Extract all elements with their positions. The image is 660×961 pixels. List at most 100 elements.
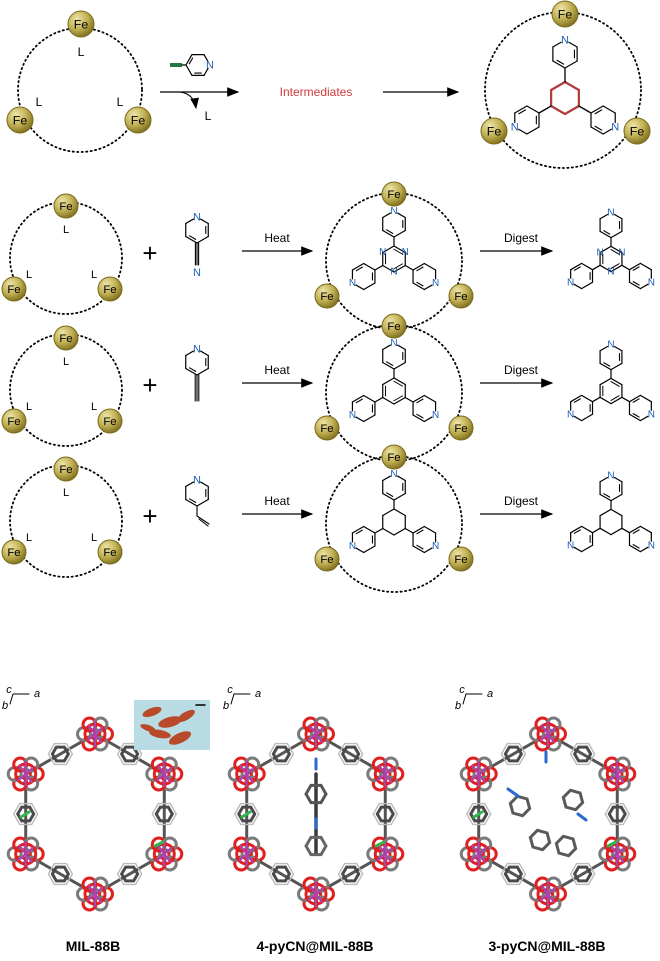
nitrogen-atom: N bbox=[561, 34, 569, 46]
nitrogen-atom: N bbox=[511, 121, 519, 133]
fe-sphere bbox=[381, 181, 407, 207]
ring-bond bbox=[196, 498, 209, 507]
axis-b-line bbox=[230, 693, 235, 705]
ring-double-bond bbox=[556, 59, 565, 65]
ring-bond bbox=[570, 525, 583, 534]
fe-node: Fe bbox=[1, 539, 27, 565]
ring-bond bbox=[412, 545, 425, 554]
ring-bond bbox=[423, 284, 433, 291]
triazine-nitrogen: N bbox=[596, 247, 603, 258]
ring-bond bbox=[580, 525, 594, 534]
vinyl-bond bbox=[196, 515, 210, 525]
triazine-nitrogen: N bbox=[390, 267, 397, 278]
linker-ring bbox=[607, 805, 628, 823]
core-ring-bond bbox=[599, 377, 612, 386]
pyridine-ring: N bbox=[590, 105, 619, 135]
aryl-bond bbox=[621, 396, 631, 403]
nitrogen-atom: N bbox=[607, 208, 614, 219]
nitrogen-atom: N bbox=[432, 278, 439, 289]
core-ring-bond bbox=[382, 377, 395, 386]
triazine-nitrogen: N bbox=[379, 247, 386, 258]
ring-bond bbox=[185, 367, 198, 376]
core-double-bond bbox=[393, 263, 403, 270]
aryl-bond bbox=[621, 527, 631, 534]
ring-bond bbox=[518, 128, 528, 135]
nitrogen-atom: N bbox=[611, 121, 619, 133]
linker-h bbox=[569, 862, 596, 886]
fe-node: Fe bbox=[551, 0, 579, 28]
fe-sphere bbox=[551, 0, 579, 28]
pyridine-ring: N bbox=[567, 394, 594, 422]
fe-sphere bbox=[53, 193, 79, 219]
fe3o-cluster bbox=[529, 716, 567, 752]
ring-double-bond bbox=[416, 281, 424, 287]
fe-label: Fe bbox=[454, 291, 467, 303]
cyclohexane-core-bond bbox=[550, 104, 567, 116]
ring-bond bbox=[599, 476, 609, 483]
fe-node: Fe bbox=[448, 415, 474, 441]
ring-bond bbox=[580, 413, 594, 422]
linker-h bbox=[500, 742, 527, 766]
guest-nitrogen bbox=[576, 812, 588, 822]
linker-h bbox=[47, 862, 74, 886]
core-ring-bond bbox=[393, 508, 406, 517]
cyclohexane-core-bond bbox=[550, 80, 567, 92]
linker-h bbox=[47, 742, 74, 766]
linker-ring bbox=[503, 745, 524, 763]
fe-label: Fe bbox=[454, 554, 467, 566]
ring-bond bbox=[382, 344, 391, 351]
axis-label-b: b bbox=[455, 700, 461, 712]
fe3o-cluster bbox=[6, 836, 45, 872]
dotted-cage-circle bbox=[484, 11, 642, 169]
ring-bond bbox=[602, 128, 612, 135]
ring-bond bbox=[355, 547, 365, 554]
guest-ring bbox=[508, 794, 532, 818]
fe-node: Fe bbox=[53, 325, 79, 351]
nitrogen-atom: N bbox=[567, 409, 574, 420]
pyridine-ring: N bbox=[511, 105, 540, 135]
pyridine-ring: N bbox=[349, 262, 376, 291]
fe3o-cluster bbox=[227, 756, 266, 792]
ring-bond bbox=[185, 235, 198, 244]
fe-node: Fe bbox=[623, 117, 651, 145]
fe-sphere bbox=[314, 283, 340, 309]
ring-bond bbox=[639, 283, 649, 290]
ring-bond bbox=[639, 525, 652, 534]
linker-ring bbox=[119, 865, 140, 883]
fe-node: Fe bbox=[53, 456, 79, 482]
released-ligand: L bbox=[205, 109, 212, 123]
ring-bond bbox=[639, 546, 649, 553]
ligand-l: L bbox=[78, 45, 85, 59]
ring-bond bbox=[613, 345, 623, 352]
ring-bond bbox=[423, 394, 437, 403]
ring-bond bbox=[412, 525, 425, 534]
linker-ring bbox=[572, 745, 593, 763]
ring-double-bond bbox=[594, 125, 603, 131]
ring-bond bbox=[628, 544, 642, 553]
ring-bond bbox=[590, 105, 604, 114]
guest-ring bbox=[528, 828, 552, 852]
triazine-nitrogen: N bbox=[618, 247, 625, 258]
pyridine-ring: N bbox=[412, 525, 439, 554]
ligand-l: L bbox=[117, 95, 124, 109]
ring-bond bbox=[628, 281, 642, 290]
fe-sphere bbox=[1, 408, 27, 434]
fe-sphere bbox=[1, 276, 27, 302]
dotted-cage-circle bbox=[9, 464, 123, 578]
plus-sign: + bbox=[142, 501, 157, 531]
ring-bond bbox=[628, 394, 642, 403]
pyridine-ring: N bbox=[628, 525, 655, 553]
ring-bond bbox=[423, 547, 433, 554]
linker-ring bbox=[50, 745, 71, 763]
ring-bond bbox=[185, 54, 193, 66]
pyridine-ring: N bbox=[349, 525, 376, 554]
nitrogen-atom: N bbox=[193, 343, 201, 355]
ring-double-bond bbox=[632, 398, 640, 403]
core-ring-bond bbox=[382, 396, 395, 405]
cyclohexane-core-bond bbox=[563, 104, 580, 116]
fe-label: Fe bbox=[103, 416, 116, 428]
